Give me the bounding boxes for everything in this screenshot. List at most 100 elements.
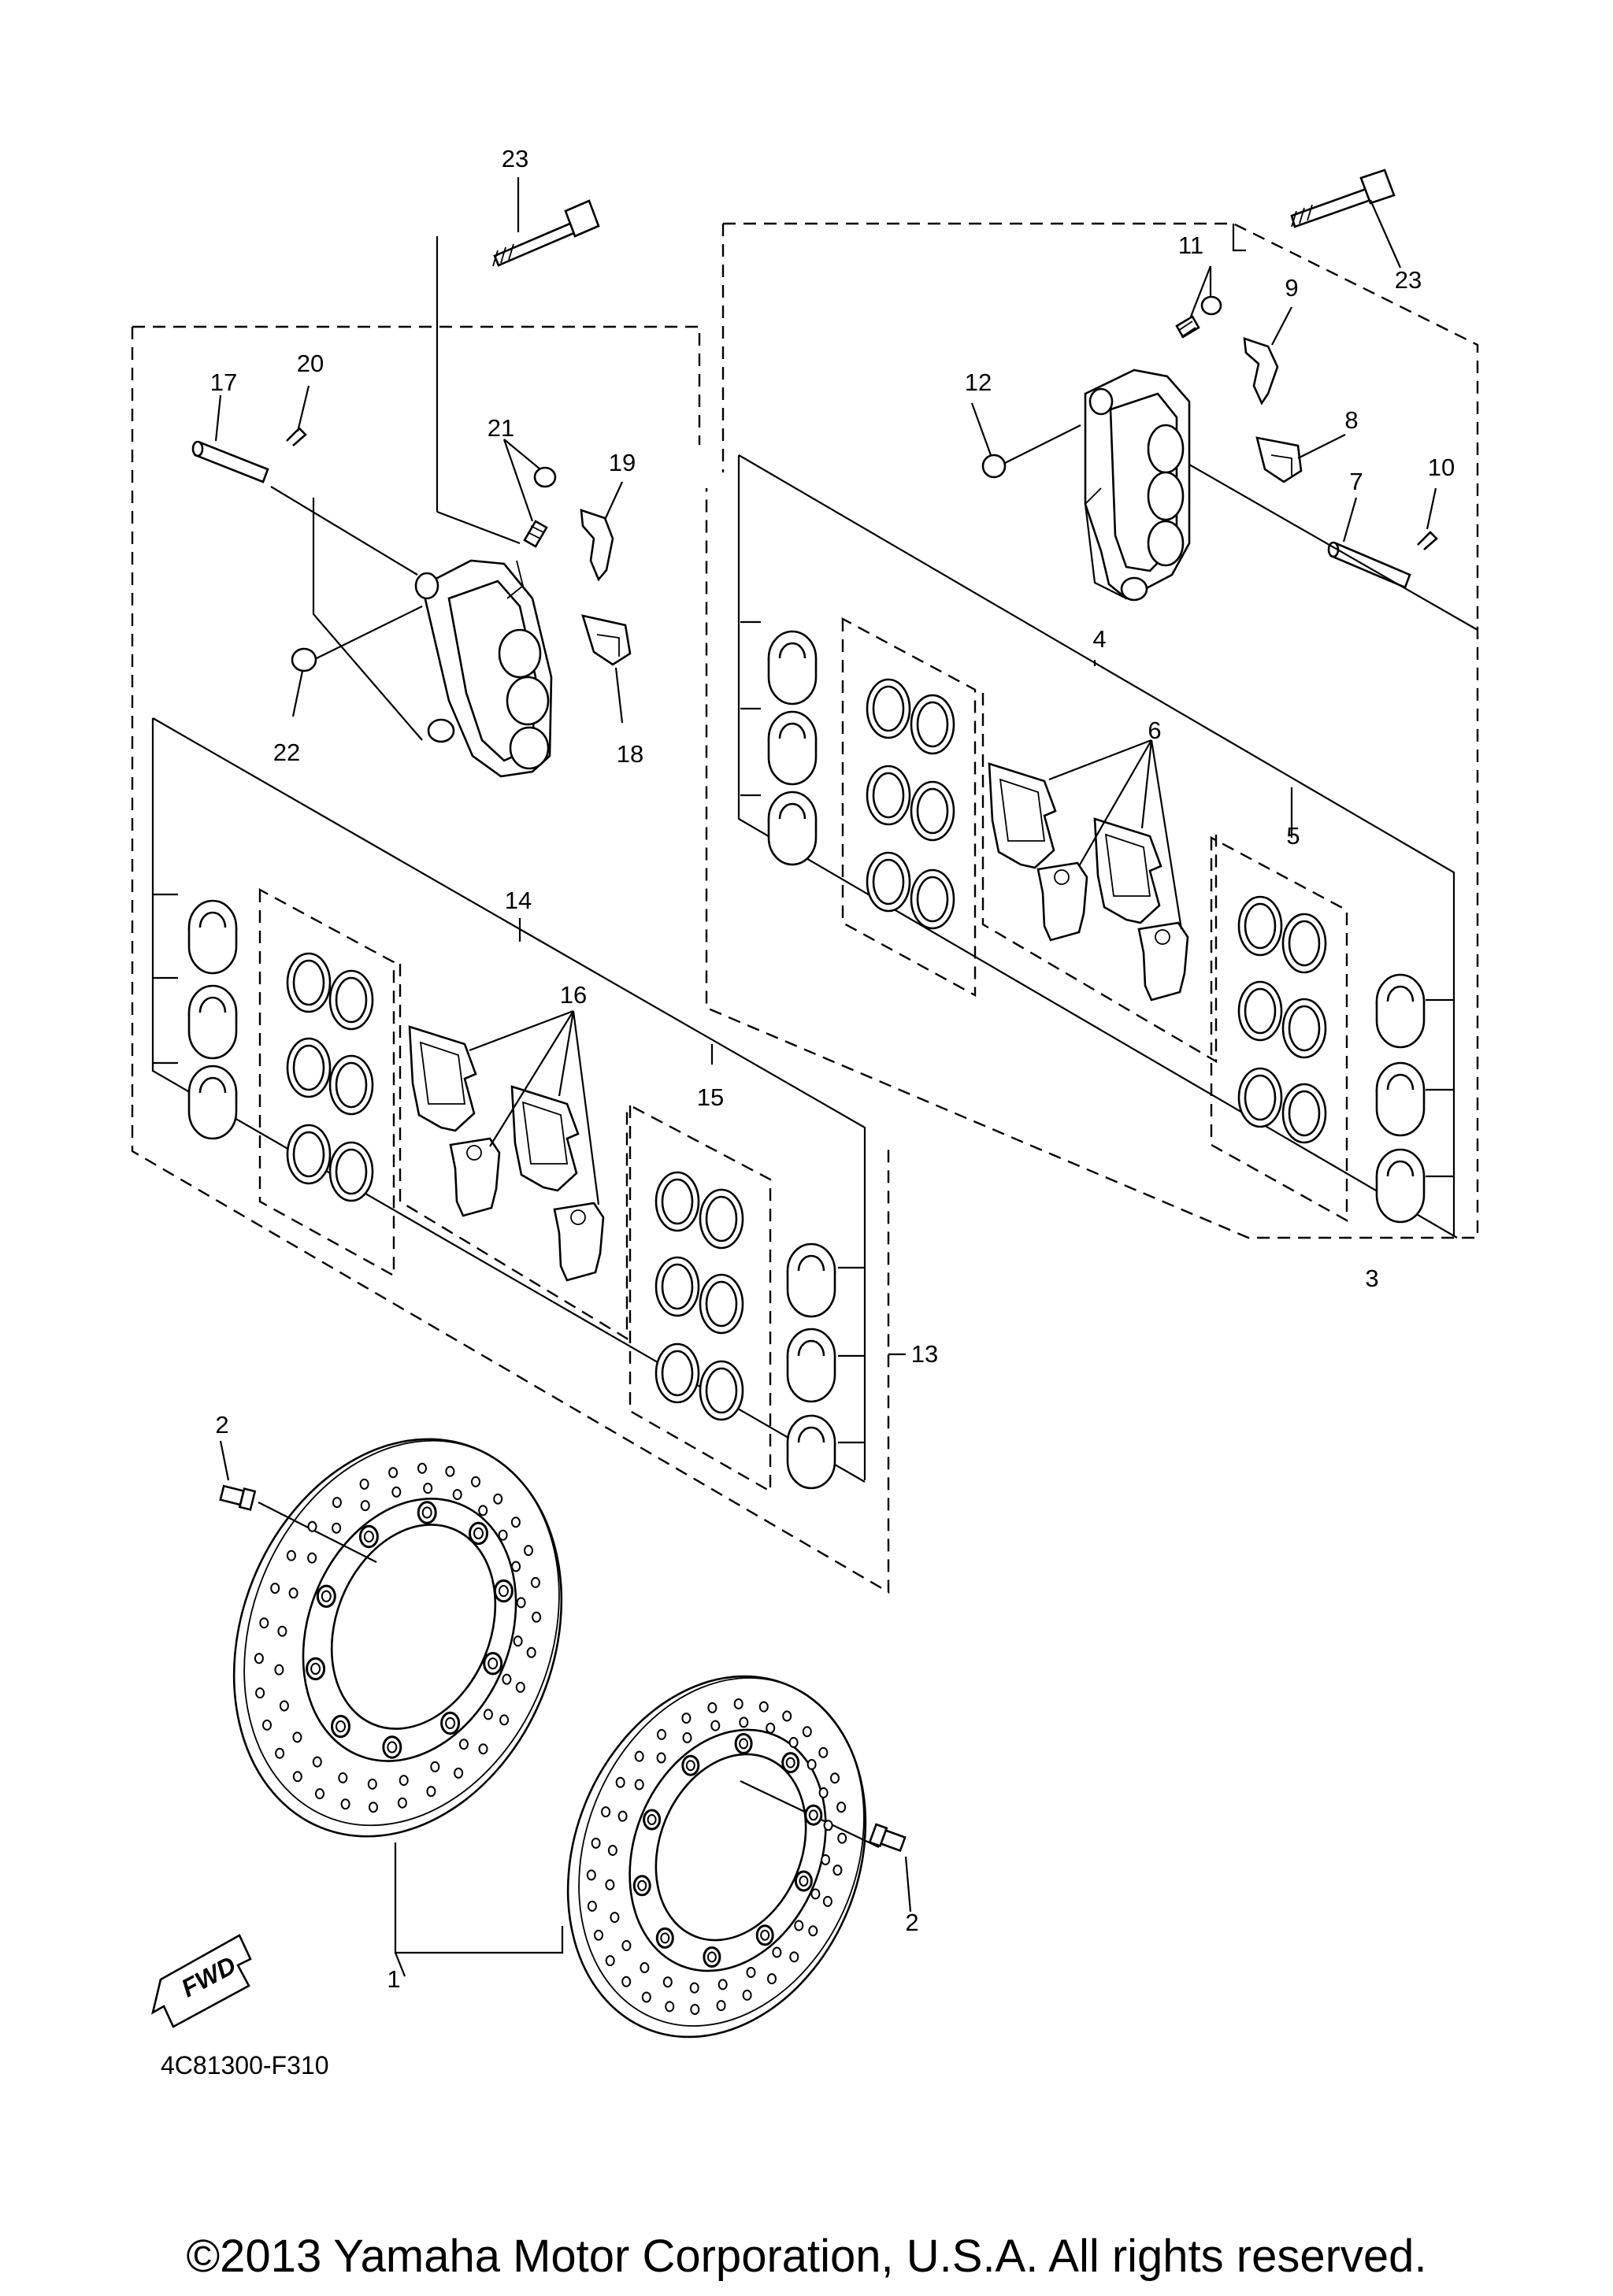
left-seal-1: [286, 952, 332, 1013]
callout-10: 10: [1428, 454, 1455, 481]
left-piston-3: [187, 1065, 238, 1140]
left-piston-5: [786, 1328, 836, 1403]
right-piston-4: [1375, 973, 1426, 1049]
right-brake-pad-2: [1036, 861, 1088, 942]
right-caliper-assembly-boundary: [705, 222, 1479, 1239]
callout-11: 11: [1178, 231, 1203, 259]
right-seal-10: [1281, 998, 1327, 1059]
callout-15: 15: [697, 1083, 724, 1111]
left-piston-6: [786, 1414, 836, 1490]
callout-19: 19: [609, 449, 636, 476]
right-brake-pad-1: [988, 762, 1057, 869]
left-piston-4: [786, 1242, 836, 1318]
callout-17: 17: [210, 368, 237, 396]
left-pad-clip: [581, 614, 632, 666]
callout-21: 21: [488, 414, 514, 442]
right-pad-pin: [1327, 541, 1411, 589]
disc-bolt-right: [869, 1823, 907, 1854]
forward-direction-arrow: FWD: [151, 1934, 252, 2028]
left-pad-spring: [580, 509, 614, 582]
right-seal-2: [910, 694, 955, 755]
callout-6: 6: [1148, 717, 1161, 744]
right-seal-3: [866, 765, 911, 826]
disc-left-bobbins: [306, 1501, 514, 1759]
left-brake-pad-2: [449, 1137, 501, 1217]
callout-22: 22: [273, 739, 300, 766]
disc-bolt-left: [218, 1483, 257, 1511]
callout-13: 13: [911, 1340, 938, 1368]
disc-left-drill-holes-outer: [254, 1462, 542, 1813]
disc-right-drill-holes-outer: [586, 1698, 847, 2015]
callout-23-right: 23: [1395, 266, 1422, 294]
callout-14: 14: [505, 887, 532, 914]
right-cap: [981, 454, 1007, 479]
left-pin-clip: [286, 427, 307, 446]
right-seal-4: [910, 780, 955, 842]
left-caliper-body: [414, 559, 553, 778]
callout-23-left: 23: [502, 145, 528, 172]
disc-left-drill-holes-inner: [274, 1483, 526, 1790]
left-seal-5: [286, 1124, 332, 1185]
right-seal-12: [1281, 1083, 1327, 1144]
right-piston-1: [767, 630, 818, 705]
left-brake-pad-3: [510, 1085, 580, 1192]
disc-right-drill-holes-inner: [605, 1716, 833, 1994]
right-pin-clip: [1417, 531, 1438, 550]
right-pad-spring: [1243, 337, 1279, 406]
callout-2-right: 2: [905, 1909, 918, 1936]
left-seal-9: [654, 1256, 700, 1317]
callout-9: 9: [1285, 274, 1298, 302]
callout-18: 18: [617, 740, 643, 768]
left-piston-1: [187, 899, 238, 975]
left-brake-pad-1: [408, 1025, 477, 1132]
callout-20: 20: [297, 350, 324, 377]
left-caliper-assembly-boundary: [131, 325, 890, 1594]
brake-disc-left: [232, 1438, 563, 1838]
left-seal-3: [286, 1037, 332, 1098]
right-seal-1: [866, 678, 911, 739]
callout-12: 12: [965, 368, 992, 396]
left-seal-11: [654, 1342, 700, 1404]
right-piston-6: [1375, 1148, 1426, 1224]
left-seal-8: [699, 1188, 744, 1250]
right-caliper-body: [1084, 368, 1191, 602]
left-seal-6: [328, 1141, 374, 1202]
left-bleeder-screw: [523, 466, 557, 548]
caliper-mounting-bolt-right: [1290, 168, 1396, 228]
left-seal-2: [328, 969, 374, 1031]
right-piston-2: [767, 710, 818, 786]
drawing-code: 4C81300-F310: [161, 2051, 328, 2079]
callout-8: 8: [1344, 406, 1358, 434]
left-piston-2: [187, 984, 238, 1060]
right-seal-6: [910, 868, 955, 930]
callout-7: 7: [1349, 468, 1363, 495]
disc-right-bobbins: [632, 1733, 823, 1968]
callout-2-left: 2: [215, 1411, 228, 1439]
left-pad-pin: [191, 440, 269, 483]
right-piston-5: [1375, 1061, 1426, 1137]
left-brake-pad-4: [553, 1202, 605, 1282]
callout-4: 4: [1092, 625, 1106, 653]
right-brake-pad-4: [1137, 921, 1189, 1002]
brake-disc-right: [566, 1675, 867, 2039]
callout-16: 16: [560, 981, 587, 1009]
right-seal-5: [866, 851, 911, 913]
left-seal-10: [699, 1273, 744, 1335]
right-bleeder-screw: [1175, 295, 1222, 339]
caliper-mounting-bolt-left: [492, 199, 600, 267]
left-seal-12: [699, 1360, 744, 1421]
copyright-notice: ©2013 Yamaha Motor Corporation, U.S.A. A…: [186, 2231, 1427, 2282]
right-seal-7: [1237, 895, 1283, 957]
right-seal-8: [1281, 913, 1327, 974]
right-brake-pad-3: [1093, 817, 1162, 924]
left-cap: [291, 647, 317, 672]
left-seal-7: [654, 1171, 700, 1232]
callout-3: 3: [1365, 1265, 1378, 1292]
callout-1: 1: [387, 1965, 400, 1993]
left-seal-4: [328, 1054, 374, 1116]
right-seal-11: [1237, 1067, 1283, 1128]
right-pad-clip: [1255, 436, 1303, 483]
right-seal-9: [1237, 980, 1283, 1042]
callout-5: 5: [1286, 822, 1300, 850]
